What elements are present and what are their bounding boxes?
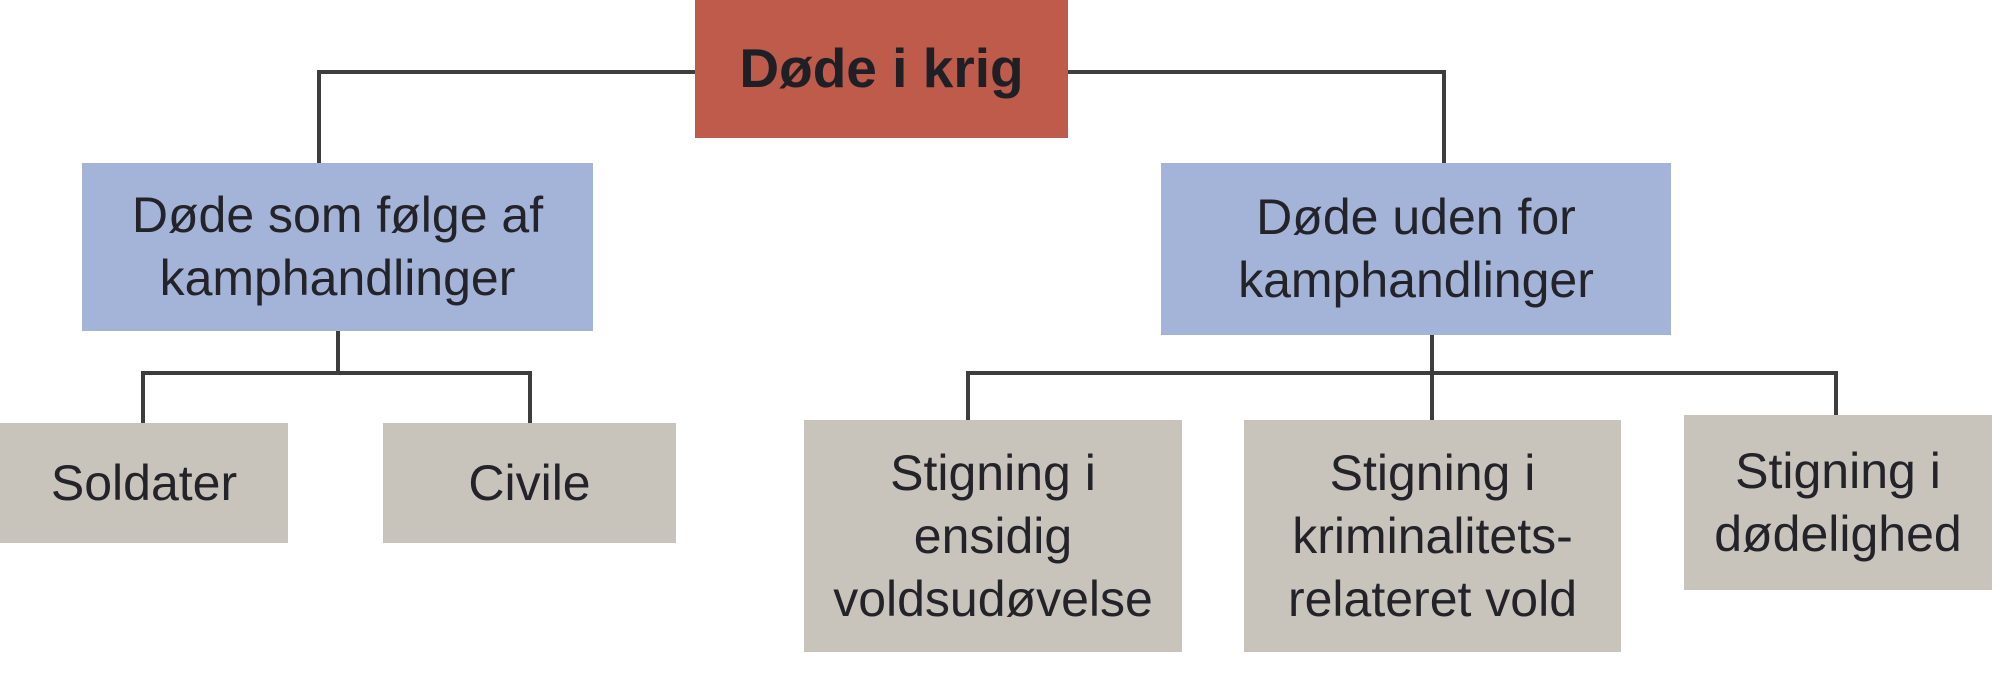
- node-stigning-i-dodelighed: Stigning i dødelighed: [1684, 415, 1992, 590]
- node-stigning-i-kriminalitetsrelateret-vold: Stigning i kriminalitets- relateret vold: [1244, 420, 1621, 652]
- node-dode-uden-for-kamphandlinger: Døde uden for kamphandlinger: [1161, 163, 1671, 335]
- connector-nonbattle-rail-horizontal: [966, 371, 1838, 375]
- connector-root-right-vertical: [1442, 70, 1446, 163]
- node-soldater: Soldater: [0, 423, 288, 543]
- connector-onesided-drop: [966, 371, 970, 420]
- node-dode-som-folge-af-kamphandlinger: Døde som følge af kamphandlinger: [82, 163, 593, 331]
- connector-civilians-drop: [528, 371, 532, 423]
- connector-battle-down-vertical: [336, 331, 340, 375]
- node-label-dode-uden-for-kamphandlinger: Døde uden for kamphandlinger: [1238, 189, 1594, 308]
- connector-nonbattle-down-vertical: [1430, 335, 1434, 420]
- node-label-dode-i-krig: Døde i krig: [739, 37, 1024, 100]
- connector-root-left-horizontal: [317, 70, 695, 74]
- node-label-dode-som-folge-af-kamphandlinger: Døde som følge af kamphandlinger: [131, 187, 544, 306]
- connector-battle-rail-horizontal: [141, 371, 532, 375]
- node-label-civile: Civile: [468, 454, 591, 511]
- node-stigning-i-ensidig-voldsudovelse: Stigning i ensidig voldsudøvelse: [804, 420, 1182, 652]
- connector-soldiers-drop: [141, 371, 145, 423]
- connector-root-left-vertical: [317, 70, 321, 163]
- node-civile: Civile: [383, 423, 676, 543]
- node-label-stigning-i-ensidig-voldsudovelse: Stigning i ensidig voldsudøvelse: [833, 444, 1153, 627]
- connector-root-right-horizontal: [1068, 70, 1446, 74]
- node-label-stigning-i-kriminalitetsrelateret-vold: Stigning i kriminalitets- relateret vold: [1287, 444, 1578, 627]
- node-label-stigning-i-dodelighed: Stigning i dødelighed: [1714, 442, 1962, 562]
- node-label-soldater: Soldater: [50, 454, 238, 511]
- connector-mortality-drop: [1834, 371, 1838, 415]
- node-dode-i-krig: Døde i krig: [695, 0, 1068, 138]
